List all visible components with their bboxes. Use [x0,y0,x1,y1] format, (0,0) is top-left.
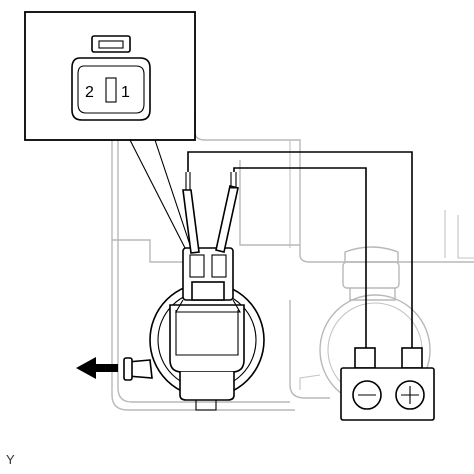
callout-leader-lines [129,139,191,249]
connector-front-view: 2 1 [71,35,151,121]
terminal-label-2: 2 [85,84,94,101]
terminal-label-1: 1 [121,84,130,101]
test-probes [182,172,239,254]
flow-direction-arrow-icon [76,357,118,379]
battery [340,347,435,421]
washer-motor-body [149,282,265,411]
figure-code: Y [6,452,15,467]
test-leads [187,151,413,350]
motor-connector [175,247,241,313]
outlet-nozzle [123,357,153,381]
connector-callout: 2 1 [24,11,196,141]
